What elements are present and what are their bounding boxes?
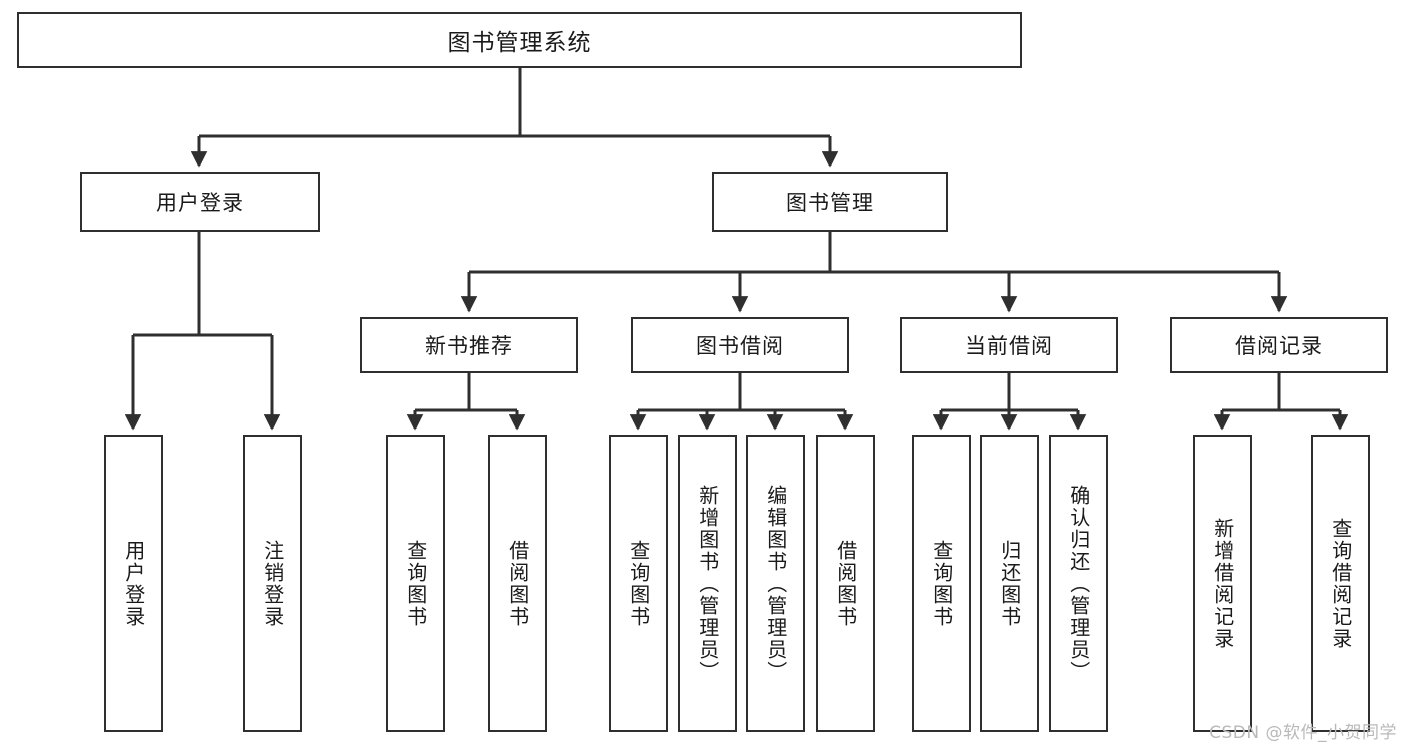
node-leaf-confirm-return[interactable]: 确认归还（管理员） [1049,435,1108,732]
node-leaf-query-record[interactable]: 查询借阅记录 [1311,435,1370,732]
node-leaf-logout-login-label: 注销登录 [260,539,285,628]
node-book-borrow[interactable]: 图书借阅 [631,317,849,373]
node-new-book-rec-label: 新书推荐 [425,334,513,358]
node-user-login-label: 用户登录 [156,191,244,215]
node-leaf-query-book-2[interactable]: 查询图书 [609,435,668,732]
node-leaf-query-book-2-label: 查询图书 [626,539,651,628]
node-book-borrow-label: 图书借阅 [696,334,784,358]
node-root-label: 图书管理系统 [447,30,592,56]
csdn-watermark: CSDN @软件_小贺同学 [1209,723,1397,743]
node-leaf-query-record-label: 查询借阅记录 [1328,517,1353,650]
node-book-manage-label: 图书管理 [786,191,874,215]
node-leaf-query-book-1[interactable]: 查询图书 [386,435,445,732]
node-leaf-borrow-book-1[interactable]: 借阅图书 [488,435,547,732]
node-leaf-logout-login[interactable]: 注销登录 [243,435,302,732]
node-leaf-borrow-book-1-label: 借阅图书 [505,539,530,628]
node-leaf-add-book-label: 新增图书（管理员） [695,484,720,683]
node-leaf-add-record[interactable]: 新增借阅记录 [1193,435,1252,732]
node-leaf-add-record-label: 新增借阅记录 [1210,517,1235,650]
node-leaf-add-book[interactable]: 新增图书（管理员） [678,435,737,732]
node-leaf-user-login-label: 用户登录 [121,539,146,628]
node-leaf-edit-book-label: 编辑图书（管理员） [763,484,788,683]
node-leaf-return-book[interactable]: 归还图书 [980,435,1039,732]
node-new-book-rec[interactable]: 新书推荐 [360,317,578,373]
node-root[interactable]: 图书管理系统 [17,12,1022,68]
node-borrow-record[interactable]: 借阅记录 [1170,317,1388,373]
node-leaf-borrow-book-2[interactable]: 借阅图书 [816,435,875,732]
node-borrow-record-label: 借阅记录 [1235,334,1323,358]
node-book-manage[interactable]: 图书管理 [712,172,948,232]
node-leaf-query-book-3[interactable]: 查询图书 [912,435,971,732]
node-leaf-borrow-book-2-label: 借阅图书 [833,539,858,628]
node-leaf-query-book-3-label: 查询图书 [929,539,954,628]
node-user-login[interactable]: 用户登录 [80,172,320,232]
node-leaf-return-book-label: 归还图书 [997,539,1022,628]
node-leaf-edit-book[interactable]: 编辑图书（管理员） [746,435,805,732]
node-current-borrow[interactable]: 当前借阅 [900,317,1118,373]
node-leaf-query-book-1-label: 查询图书 [403,539,428,628]
node-leaf-user-login[interactable]: 用户登录 [104,435,163,732]
node-current-borrow-label: 当前借阅 [965,334,1053,358]
node-leaf-confirm-return-label: 确认归还（管理员） [1066,484,1091,683]
